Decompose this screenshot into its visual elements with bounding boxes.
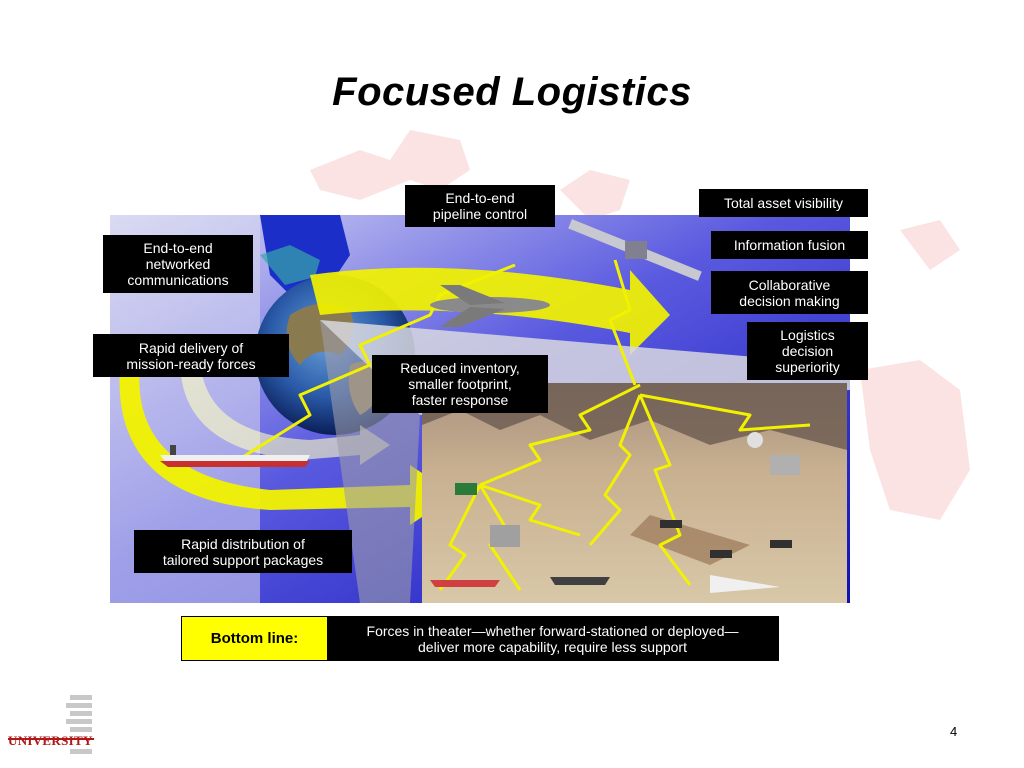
page-number: 4: [950, 724, 958, 739]
cargo-ship-icon: [430, 580, 500, 587]
label-asset-visibility: Total asset visibility: [699, 189, 868, 217]
building-icon: [770, 455, 800, 475]
bottom-line-text: Forces in theater—whether forward-statio…: [327, 617, 778, 660]
label-pipeline-control: End-to-end pipeline control: [405, 185, 555, 227]
label-networked-communications: End-to-end networked communications: [103, 235, 253, 293]
aircraft-icon: [430, 285, 550, 327]
university-logo-text: UNIVERSITY: [8, 733, 93, 748]
truck-icon: [455, 483, 477, 495]
satellite-icon: [568, 219, 702, 281]
plane-icon: [710, 575, 780, 593]
label-rapid-distribution: Rapid distribution of tailored support p…: [134, 530, 352, 573]
watermark-map: [310, 130, 970, 520]
bottom-line-key: Bottom line:: [182, 617, 327, 660]
university-seal-icon: [8, 695, 94, 754]
tank-icon: [660, 520, 682, 528]
ship-icon: [160, 445, 310, 467]
label-reduced-inventory: Reduced inventory, smaller footprint, fa…: [372, 355, 548, 413]
warship-icon: [550, 577, 610, 585]
bottom-line-box: Bottom line: Forces in theater—whether f…: [181, 616, 779, 661]
parachute-icon: [747, 432, 763, 448]
depot-icon: [490, 525, 520, 547]
tank-icon: [710, 550, 732, 558]
slide-title: Focused Logistics: [332, 70, 692, 114]
label-collaborative-decision: Collaborative decision making: [711, 271, 868, 314]
label-logistics-superiority: Logistics decision superiority: [747, 322, 868, 380]
label-information-fusion: Information fusion: [711, 231, 868, 259]
label-rapid-delivery: Rapid delivery of mission-ready forces: [93, 334, 289, 377]
tank-icon: [770, 540, 792, 548]
